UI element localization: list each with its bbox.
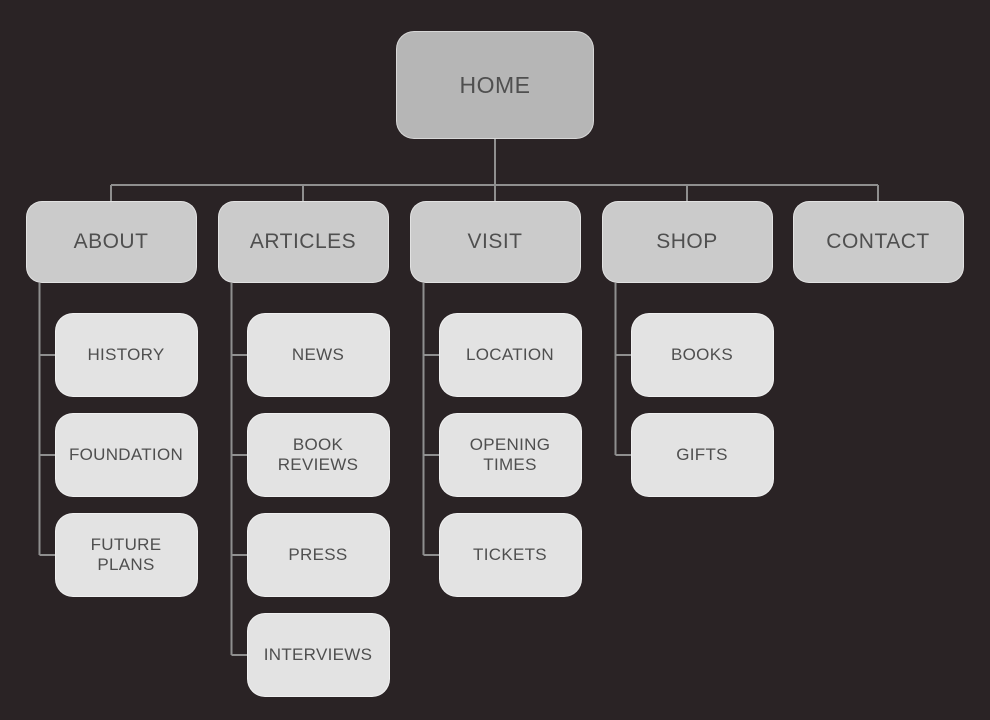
node-about: ABOUT [25,201,197,283]
node-label: PRESS [288,545,348,564]
node-interviews: INTERVIEWS [246,613,390,697]
node-location: LOCATION [438,313,582,397]
node-label: HISTORY [87,345,165,364]
node-label: TICKETS [473,545,547,564]
node-book-reviews: BOOK REVIEWS [246,413,390,497]
node-label: NEWS [291,345,345,364]
node-label: FUTURE PLANS [90,535,162,574]
node-label: ARTICLES [249,230,357,253]
node-label: ABOUT [73,230,149,253]
node-tickets: TICKETS [438,513,582,597]
node-history: HISTORY [54,313,198,397]
node-home: HOME [396,31,594,139]
node-label: VISIT [467,230,523,253]
node-label: FOUNDATION [68,445,184,464]
node-label: GIFTS [676,445,728,464]
node-label: OPENING TIMES [469,435,551,474]
node-articles: ARTICLES [217,201,389,283]
node-label: HOME [459,71,531,98]
node-press: PRESS [246,513,390,597]
node-foundation: FOUNDATION [54,413,198,497]
node-label: SHOP [656,230,718,253]
node-visit: VISIT [409,201,581,283]
node-label: LOCATION [465,345,555,364]
node-label: BOOKS [671,345,733,364]
node-label: INTERVIEWS [263,645,373,664]
node-shop: SHOP [601,201,773,283]
node-gifts: GIFTS [630,413,774,497]
node-label: CONTACT [826,230,930,253]
node-label: BOOK REVIEWS [277,435,359,474]
node-news: NEWS [246,313,390,397]
node-books: BOOKS [630,313,774,397]
node-contact: CONTACT [792,201,964,283]
node-opening-times: OPENING TIMES [438,413,582,497]
node-future-plans: FUTURE PLANS [54,513,198,597]
